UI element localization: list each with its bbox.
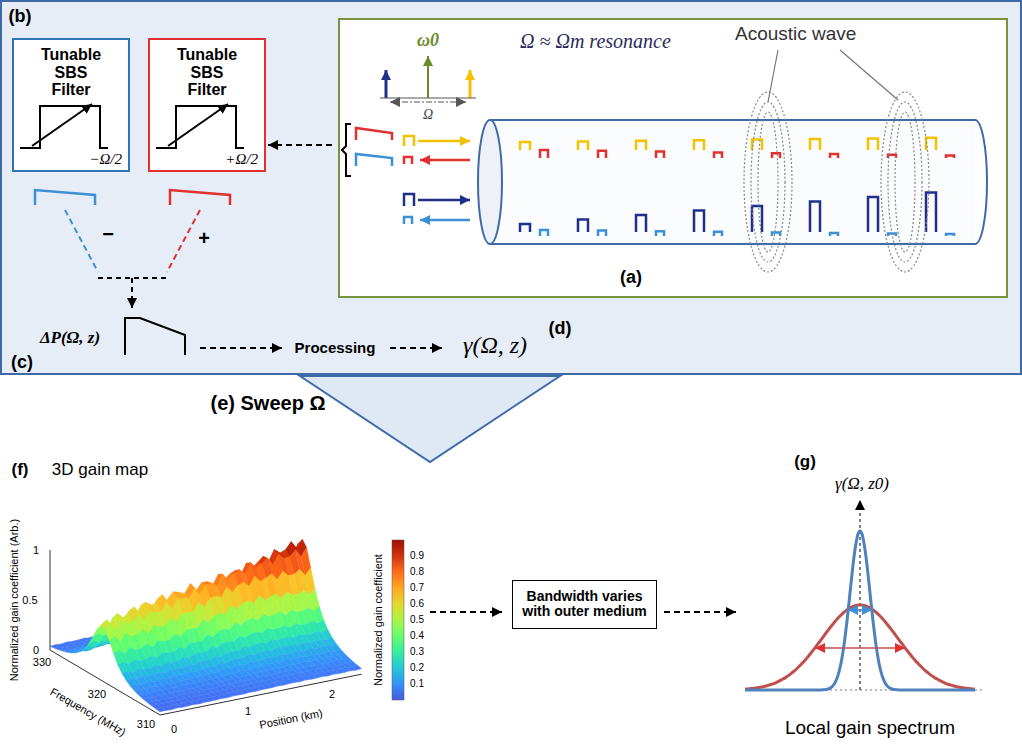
label: γ(Ω, z0) (835, 474, 889, 494)
node-text: Tunable SBS Filter (170, 46, 244, 99)
label: γ(Ω, z) (463, 332, 527, 360)
fiber-io (404, 136, 470, 224)
box-fill (148, 38, 266, 172)
pulse (356, 154, 392, 166)
bracket (342, 124, 351, 176)
label: 2 (329, 688, 335, 701)
filter-shape (20, 104, 244, 148)
difference-trace (125, 318, 185, 355)
label: Processing (295, 339, 376, 356)
node-text: (a) (620, 268, 642, 288)
panel (1, 1, 1021, 374)
box-fill (12, 38, 130, 172)
label: 320 (88, 688, 106, 701)
label: 0.8 (410, 566, 424, 578)
label: ΔP(Ω, z) (40, 328, 100, 348)
filter-box: Tunable SBS Filter +Ω/2 (148, 38, 266, 172)
spectrum-inset (380, 56, 476, 102)
label: 0.5 (410, 614, 424, 626)
label: 0 (171, 723, 177, 736)
axis-title: Normalized gain coefficient (372, 554, 385, 686)
label: Ω (423, 107, 433, 123)
label: 0.7 (410, 582, 424, 594)
fiber (478, 120, 987, 244)
dashed-arrow (664, 611, 736, 613)
local-spectrum (745, 500, 985, 690)
axis-title: Position (km) (258, 707, 323, 732)
dashed-arrow (200, 347, 282, 349)
label: 1 (33, 544, 39, 557)
label: 3D gain map (52, 460, 148, 480)
dashed-arrow (430, 611, 502, 613)
label: (c) (11, 352, 33, 373)
node-text: Tunable SBS Filter (34, 46, 108, 99)
node-text: −Ω/2 (89, 151, 122, 168)
label: 0.5 (22, 594, 37, 607)
label: (g) (794, 452, 816, 472)
label: 1 (245, 705, 251, 718)
pulses (520, 138, 954, 236)
dashed-arrow (390, 347, 442, 349)
label: − (102, 223, 114, 246)
acoustic-wave (744, 92, 929, 272)
label: (f) (12, 460, 29, 480)
process-box: Bandwidth varies with outer medium (512, 580, 657, 629)
pulse (170, 190, 230, 205)
label: Local gain spectrum (785, 717, 955, 739)
dashed-arrow (268, 144, 332, 146)
axis-title: Normalized gain coefficient (Arb.) (8, 519, 21, 681)
label: 330 (33, 656, 51, 669)
label: (b) (9, 6, 32, 27)
node-text: Bandwidth varies with outer medium (513, 581, 656, 628)
label: 0.6 (410, 598, 424, 610)
colorbar (392, 540, 404, 700)
label: 0 (33, 644, 39, 657)
node-text: Ω ≈ Ωm resonance (520, 30, 671, 52)
pulse (35, 190, 95, 205)
gain-surface (50, 539, 362, 715)
label: 0.1 (410, 678, 424, 690)
label: (e) Sweep Ω (211, 392, 326, 415)
filter-box: Tunable SBS Filter −Ω/2 (12, 38, 130, 172)
label: 0.9 (410, 550, 424, 562)
box-fill (338, 18, 1008, 298)
label: 0.4 (410, 630, 424, 642)
label: 0.2 (410, 662, 424, 674)
label: 0.3 (410, 646, 424, 658)
node-text: Acoustic wave (735, 24, 856, 45)
label: 310 (137, 718, 155, 731)
label: + (198, 227, 210, 250)
pulse (356, 128, 392, 140)
dashed-line (65, 210, 98, 272)
node-text: +Ω/2 (225, 151, 258, 168)
dashed-arrow (131, 278, 133, 308)
label: ω0 (417, 30, 439, 51)
fiber-panel: Ω ≈ Ωm resonance Acoustic wave (a) (338, 18, 1008, 298)
label: (d) (549, 318, 572, 339)
leader-line (768, 50, 898, 102)
dashed-line (167, 210, 200, 272)
sweep-arrow (300, 376, 560, 462)
